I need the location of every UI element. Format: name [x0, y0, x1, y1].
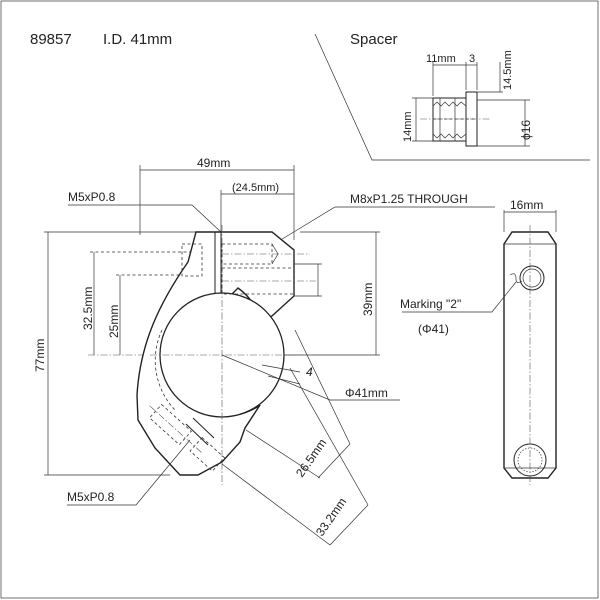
dim-diag-26-5: 26.5mm: [293, 436, 329, 480]
side-dim-width: 16mm: [510, 198, 543, 212]
marking-glyph: [509, 273, 523, 283]
marking-label: Marking "2": [400, 297, 461, 311]
dim-height-39: 39mm: [361, 283, 375, 316]
side-hole-top: [519, 265, 545, 291]
spacer-dim-length: 11mm: [426, 53, 456, 65]
marking-sub: (Φ41): [418, 322, 449, 336]
dim-gap-4: 4: [306, 365, 313, 379]
spacer-title: Spacer: [350, 31, 398, 48]
dim-bolt-spacing: (24.5mm): [232, 182, 279, 194]
callout-thread-bottom: M5xP0.8: [67, 490, 115, 504]
spacer-divider-line: [314, 33, 590, 161]
spacer-dim-flange-dia: 14.5mm: [502, 50, 514, 90]
dim-height-77: 77mm: [33, 339, 47, 372]
clamp-front-view: 49mm (24.5mm) M5xP0.8 M8xP1.25 THROUGH 7…: [33, 156, 495, 546]
spacer-part: [420, 91, 490, 147]
spacer-section: Spacer 11mm 3 14.5mm 14mm ϕ16: [314, 31, 590, 161]
dim-height-32-5: 32.5mm: [81, 287, 95, 330]
dim-height-25: 25mm: [107, 305, 121, 338]
spacer-dim-flange: 3: [469, 53, 475, 65]
dim-width-49: 49mm: [197, 156, 230, 170]
callout-thread-top: M5xP0.8: [68, 190, 116, 204]
dim-diag-33-2: 33.2mm: [313, 495, 349, 539]
inner-diameter-title: I.D. 41mm: [103, 31, 172, 48]
callout-through-hole: M8xP1.25 THROUGH: [350, 192, 468, 206]
spacer-dim-hole: ϕ16: [519, 120, 533, 140]
dim-bore-dia: Φ41mm: [345, 386, 388, 400]
spacer-dim-body-dia: 14mm: [402, 111, 414, 142]
part-number: 89857: [30, 31, 72, 48]
clamp-side-view: 16mm Marking "2" (Φ41): [400, 198, 557, 485]
